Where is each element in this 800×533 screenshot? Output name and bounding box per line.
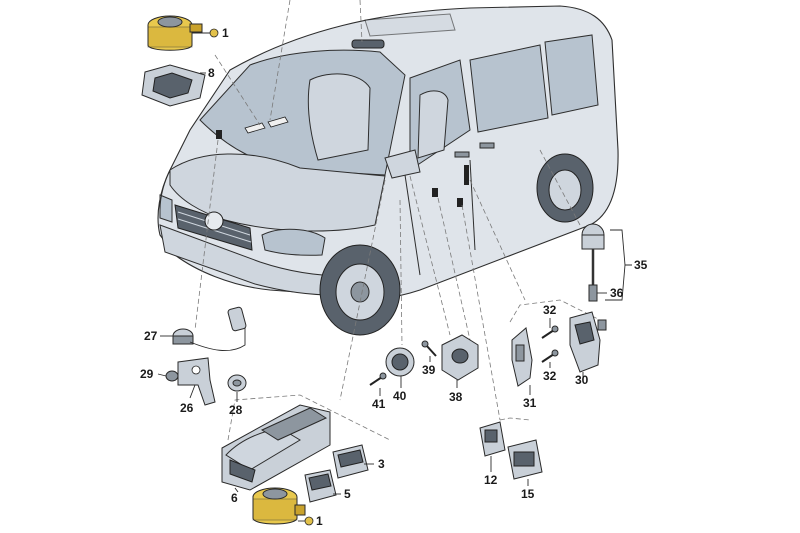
- part-35-plunger-switch: [581, 223, 605, 285]
- part-3-switch: [332, 444, 369, 479]
- part-40-round-switch: [385, 347, 415, 377]
- label-part-5: 5: [344, 487, 351, 501]
- label-part-41: 41: [372, 397, 386, 411]
- van-illustration: [157, 5, 619, 336]
- label-part-1-top: 1: [222, 26, 229, 40]
- label-part-39: 39: [422, 363, 436, 377]
- part-32-screw-lower: [541, 349, 559, 363]
- callout-labels: 1 8 27 29 26 28 3 5 6 1 41 40 39 38 12 1…: [140, 26, 648, 528]
- part-41-screw: [369, 372, 387, 386]
- label-part-32-upper: 32: [543, 303, 557, 317]
- label-part-27: 27: [144, 329, 158, 343]
- part-26-bracket: [177, 357, 216, 406]
- part-28-grommet: [227, 374, 247, 392]
- part-8-bezel: [141, 64, 206, 107]
- part-1-top: [147, 15, 203, 51]
- dashed-callout-lines: [194, 0, 601, 441]
- part-36-plunger-tip: [588, 284, 598, 302]
- part-12-switch: [479, 421, 506, 457]
- part-30-contact-switch: [569, 311, 607, 373]
- part-5-switch: [304, 469, 337, 503]
- label-part-32-lower: 32: [543, 369, 557, 383]
- label-part-29: 29: [140, 367, 154, 381]
- part-31-contact: [511, 327, 533, 387]
- part-27-connector-cable: [189, 306, 247, 352]
- label-part-6: 6: [231, 491, 238, 505]
- label-part-36: 36: [610, 286, 624, 300]
- label-part-12: 12: [484, 473, 498, 487]
- highlight-dot: [209, 28, 219, 38]
- label-part-26: 26: [180, 401, 194, 415]
- label-part-15: 15: [521, 487, 535, 501]
- label-part-3: 3: [378, 457, 385, 471]
- part-39-screw: [421, 340, 437, 357]
- part-38-module: [441, 334, 479, 381]
- label-part-35: 35: [634, 258, 648, 272]
- label-part-38: 38: [449, 390, 463, 404]
- label-part-40: 40: [393, 389, 407, 403]
- label-part-31: 31: [523, 396, 537, 410]
- label-part-8: 8: [208, 66, 215, 80]
- label-part-30: 30: [575, 373, 589, 387]
- part-29-nut: [165, 370, 179, 382]
- part-32-screw-upper: [541, 325, 559, 339]
- part-27-sensor: [172, 328, 194, 345]
- highlight-dot: [304, 516, 314, 526]
- label-part-28: 28: [229, 403, 243, 417]
- leader-lines: [157, 32, 607, 522]
- vw-logo-icon: [204, 211, 224, 231]
- part-15-switch: [507, 439, 543, 480]
- label-part-1-bottom: 1: [316, 514, 323, 528]
- part-35-brace: [605, 229, 632, 301]
- part-1-bottom: [252, 487, 306, 525]
- part-6-console: [221, 404, 331, 491]
